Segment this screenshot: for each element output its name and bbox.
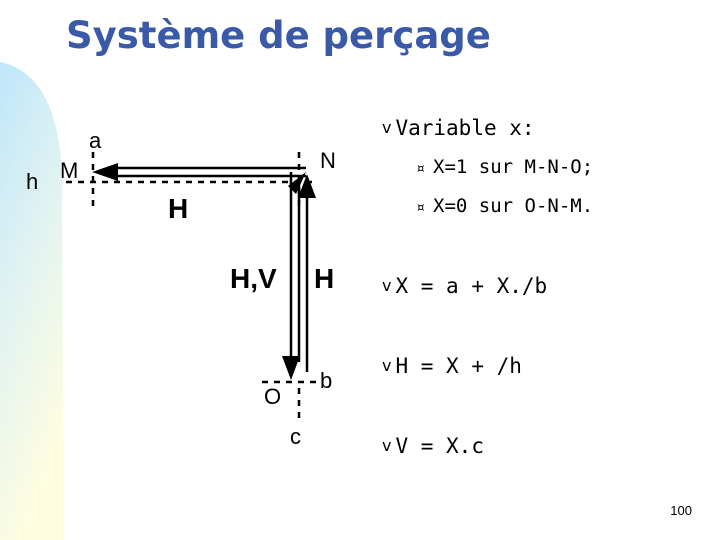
- label-o: O: [264, 384, 281, 409]
- arrow-n-corner: [288, 172, 306, 194]
- arrow-to-o: [282, 356, 300, 380]
- sub-bullet-1: ¤ X=1 sur M-N-O;: [416, 156, 593, 178]
- bullet-eq-h-text: H = X + /h: [395, 354, 522, 378]
- sub-bullet-2-text: X=0 sur O-N-M.: [433, 195, 594, 217]
- sub-bullet-1-text: X=1 sur M-N-O;: [433, 156, 594, 178]
- bullet-marker-icon: v: [382, 276, 392, 295]
- label-h: h: [26, 169, 38, 194]
- bullet-eq-x-text: X = a + X./b: [395, 274, 548, 298]
- label-n: N: [320, 148, 336, 173]
- sub-bullet-marker-icon: ¤: [416, 198, 426, 216]
- label-a: a: [89, 128, 102, 153]
- label-m: M: [60, 158, 78, 183]
- bullet-marker-icon: v: [382, 356, 392, 375]
- arrow-to-m: [92, 163, 118, 181]
- sub-bullet-marker-icon: ¤: [416, 159, 426, 177]
- slide-title: Système de perçage: [66, 14, 491, 57]
- label-h-top: H: [168, 193, 188, 224]
- page-number: 100: [670, 503, 692, 518]
- label-hv: H,V: [230, 263, 277, 294]
- label-b: b: [320, 368, 332, 393]
- bullet-marker-icon: v: [382, 436, 392, 455]
- label-h-right: H: [314, 263, 334, 294]
- bullet-eq-v-text: V = X.c: [395, 434, 484, 458]
- sub-bullet-2: ¤ X=0 sur O-N-M.: [416, 195, 593, 217]
- label-c: c: [290, 424, 301, 449]
- bullet-marker-icon: v: [382, 118, 392, 137]
- bullet-variable-text: Variable x:: [395, 116, 535, 140]
- arrow-to-n: [298, 174, 316, 198]
